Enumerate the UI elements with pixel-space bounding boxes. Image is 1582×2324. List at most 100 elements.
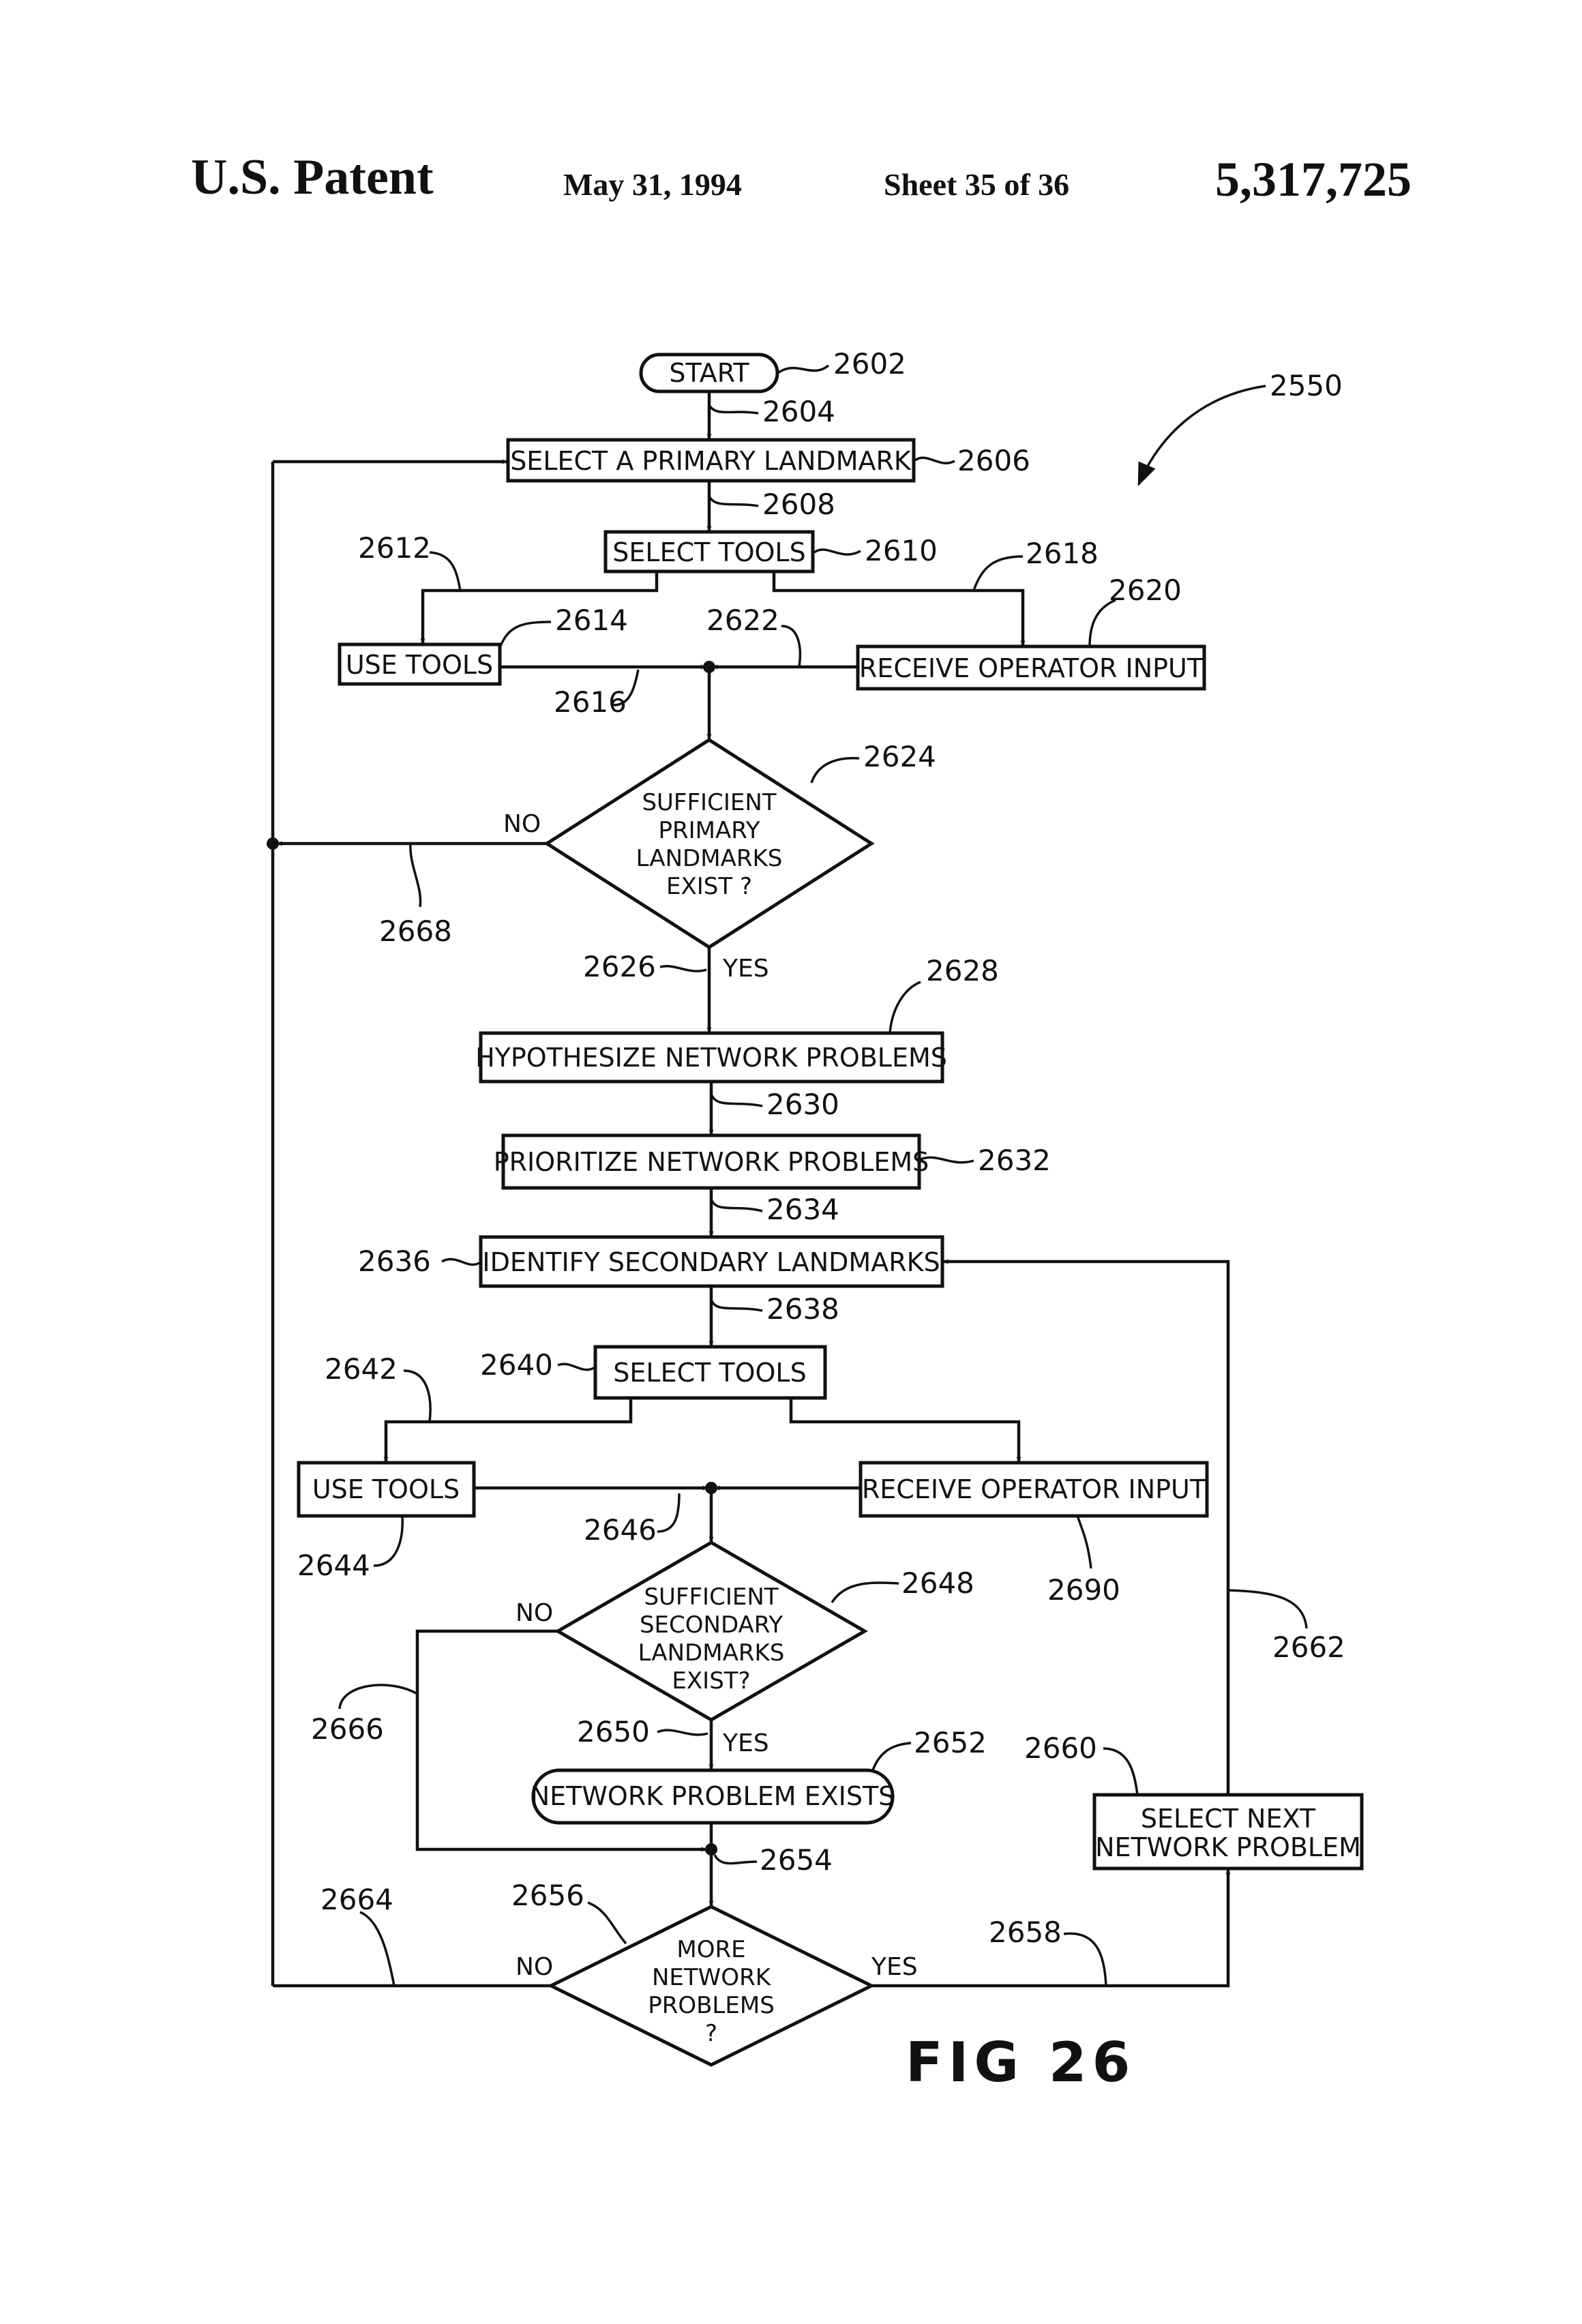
- decision-primary-line-4: EXIST ?: [666, 873, 752, 900]
- ref-2666: 2666: [311, 1712, 384, 1746]
- hypothesize-label: HYPOTHESIZE NETWORK PROBLEMS: [475, 1043, 947, 1073]
- yes-label-primary: YES: [722, 955, 769, 983]
- leader-2602: [779, 366, 829, 372]
- decision-secondary-line-4: EXIST?: [672, 1667, 750, 1695]
- leader-2660: [1103, 1748, 1137, 1795]
- ref-2550: 2550: [1270, 369, 1343, 402]
- decision-primary-line-3: LANDMARKS: [636, 845, 783, 872]
- decision-more-line-2: NETWORK: [652, 1964, 772, 1991]
- leader-2654: [715, 1855, 757, 1864]
- ref-2658: 2658: [989, 1916, 1062, 1949]
- leader-2622: [781, 626, 800, 667]
- ref-2650: 2650: [577, 1715, 650, 1748]
- decision-secondary-line-1: SUFFICIENT: [644, 1583, 778, 1611]
- leader-2614: [500, 622, 551, 648]
- decision-more-line-1: MORE: [676, 1936, 745, 1963]
- ref-2644: 2644: [297, 1549, 370, 1582]
- leader-2638: [711, 1300, 762, 1311]
- leader-2620: [1090, 600, 1116, 646]
- leader-2644: [374, 1516, 402, 1566]
- ref-2614: 2614: [555, 604, 628, 637]
- leader-2668: [411, 844, 421, 907]
- ref-2610: 2610: [865, 534, 938, 567]
- ref-2622: 2622: [706, 604, 779, 637]
- select-tools-2-label: SELECT TOOLS: [613, 1358, 806, 1388]
- no-label-secondary: NO: [516, 1599, 553, 1627]
- ref-2632: 2632: [978, 1144, 1051, 1177]
- leader-2664: [360, 1912, 394, 1986]
- ref-2626: 2626: [583, 950, 656, 983]
- flow-select-tools-to-receive-input: [774, 571, 1023, 645]
- use-tools-1-label: USE TOOLS: [346, 650, 493, 680]
- problem-exists-label: NETWORK PROBLEM EXISTS: [531, 1781, 895, 1811]
- leader-2628: [890, 982, 921, 1033]
- leader-2634: [711, 1199, 762, 1211]
- ref-2648: 2648: [901, 1566, 974, 1600]
- leader-2646: [657, 1493, 679, 1532]
- no-label-more: NO: [516, 1953, 553, 1981]
- ref-2646: 2646: [584, 1513, 657, 1547]
- decision-primary-line-1: SUFFICIENT: [642, 789, 776, 816]
- leader-2662: [1228, 1590, 1307, 1628]
- ref-2606: 2606: [957, 444, 1030, 477]
- leader-2610: [814, 550, 861, 554]
- ref-2608: 2608: [762, 488, 835, 521]
- ref-2660: 2660: [1024, 1731, 1097, 1765]
- leader-2690: [1077, 1516, 1091, 1568]
- leader-2652: [873, 1743, 911, 1770]
- leader-2642: [404, 1371, 430, 1422]
- prioritize-label: PRIORITIZE NETWORK PROBLEMS: [494, 1147, 929, 1177]
- receive-operator-input-2-label: RECEIVE OPERATOR INPUT: [862, 1474, 1206, 1504]
- ref-2618: 2618: [1026, 537, 1099, 570]
- decision-more-line-4: ?: [705, 2020, 717, 2047]
- receive-operator-input-1-label: RECEIVE OPERATOR INPUT: [859, 653, 1204, 683]
- start-label: START: [669, 358, 749, 388]
- select-tools-1-label: SELECT TOOLS: [612, 537, 805, 567]
- ref-2668: 2668: [379, 914, 452, 948]
- flow-select-tools-2-to-use-tools-2: [386, 1398, 631, 1461]
- ref-2604: 2604: [762, 395, 835, 428]
- yes-label-secondary: YES: [722, 1729, 769, 1757]
- flow-select-tools-2-to-receive-input-2: [791, 1398, 1019, 1461]
- leader-2604: [709, 405, 758, 413]
- select-primary-landmark-label: SELECT A PRIMARY LANDMARK: [510, 446, 912, 476]
- ref-2662: 2662: [1272, 1630, 1345, 1664]
- leader-2630: [711, 1094, 762, 1106]
- leader-2608: [709, 496, 758, 506]
- ref-2638: 2638: [766, 1292, 839, 1326]
- ref-2616: 2616: [554, 685, 627, 719]
- identify-secondary-label: IDENTIFY SECONDARY LANDMARKS: [482, 1247, 940, 1277]
- leader-2656: [588, 1903, 626, 1943]
- ref-2654: 2654: [760, 1843, 833, 1877]
- leader-2618: [974, 556, 1023, 591]
- figure-label: FIG 26: [906, 2031, 1135, 2094]
- leader-2550: [1139, 386, 1266, 484]
- ref-2620: 2620: [1109, 573, 1182, 607]
- ref-2640: 2640: [480, 1348, 553, 1382]
- ref-2636: 2636: [358, 1245, 431, 1278]
- ref-2612: 2612: [358, 531, 431, 565]
- ref-2630: 2630: [766, 1088, 839, 1121]
- leader-2658: [1064, 1933, 1106, 1986]
- decision-primary-line-2: PRIMARY: [659, 817, 760, 844]
- ref-2628: 2628: [926, 954, 999, 987]
- select-next-line-2: NETWORK PROBLEM: [1095, 1832, 1361, 1862]
- leader-2612: [430, 552, 460, 591]
- ref-2602: 2602: [833, 347, 906, 381]
- decision-more-line-3: PROBLEMS: [648, 1992, 775, 2019]
- leader-2640: [558, 1364, 594, 1369]
- leader-2636: [442, 1260, 479, 1265]
- ref-2642: 2642: [325, 1352, 398, 1386]
- select-next-line-1: SELECT NEXT: [1141, 1804, 1316, 1834]
- no-label-primary: NO: [503, 810, 541, 838]
- decision-secondary-line-2: SECONDARY: [640, 1611, 783, 1639]
- ref-2652: 2652: [914, 1726, 987, 1759]
- ref-2634: 2634: [766, 1193, 839, 1226]
- ref-2664: 2664: [320, 1883, 393, 1916]
- leader-2626: [660, 966, 706, 971]
- leader-2648: [832, 1583, 899, 1603]
- decision-secondary-line-3: LANDMARKS: [638, 1639, 785, 1667]
- leader-2666: [340, 1685, 417, 1709]
